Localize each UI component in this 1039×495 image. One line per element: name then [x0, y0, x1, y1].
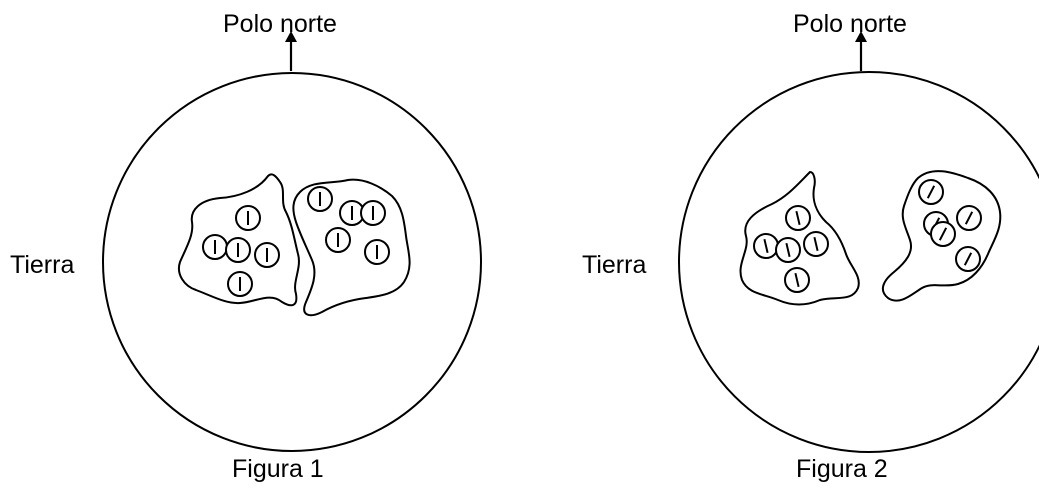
- magnetic-domain-icon: [225, 237, 251, 263]
- figure-1: Polo norte Tierra Figura 1: [10, 10, 482, 483]
- magnetic-domain-icon: [307, 186, 333, 212]
- figure-2-drawing: [678, 31, 1039, 453]
- magnetic-domain-icon: [803, 231, 829, 257]
- magnetic-domain-icon: [364, 239, 390, 265]
- north-pole-label: Polo norte: [793, 10, 907, 38]
- landmass-left: [739, 170, 860, 306]
- figure-2: Polo norte Tierra Figura 2: [520, 0, 1039, 495]
- landmass-right: [292, 178, 411, 317]
- earth-circle: [678, 71, 1039, 453]
- north-pole-label: Polo norte: [223, 10, 337, 38]
- figure-caption: Figura 2: [796, 455, 888, 483]
- arrow-up-icon: [285, 31, 297, 71]
- magnetic-domains-right: [918, 179, 982, 272]
- magnetic-domain-icon: [254, 242, 280, 268]
- magnetic-domains-right: [307, 186, 390, 265]
- magnetic-domain-icon: [775, 237, 801, 263]
- magnetic-domain-icon: [918, 179, 944, 205]
- landmass-right: [881, 170, 1002, 302]
- magnetic-domain-icon: [202, 234, 228, 260]
- figure-1-drawing: [102, 31, 482, 452]
- magnetic-domain-icon: [753, 233, 779, 259]
- magnetic-domain-icon: [360, 200, 386, 226]
- magnetic-domains-left: [202, 205, 280, 297]
- figure-caption: Figura 1: [232, 455, 324, 483]
- magnetic-domain-icon: [785, 205, 811, 231]
- landmass-left: [178, 173, 300, 307]
- earth-label: Tierra: [582, 251, 647, 279]
- arrow-up-icon: [855, 31, 867, 71]
- magnetic-domain-icon: [325, 227, 351, 253]
- magnetic-domain-icon: [227, 271, 253, 297]
- magnetic-domain-icon: [784, 267, 810, 293]
- earth-circle: [102, 72, 482, 452]
- earth-label: Tierra: [10, 251, 75, 279]
- magnetic-domain-icon: [955, 246, 981, 272]
- magnetic-domain-icon: [956, 205, 982, 231]
- magnetic-domains-left: [753, 205, 829, 293]
- magnetic-domain-icon: [930, 221, 956, 247]
- magnetic-domain-icon: [235, 205, 261, 231]
